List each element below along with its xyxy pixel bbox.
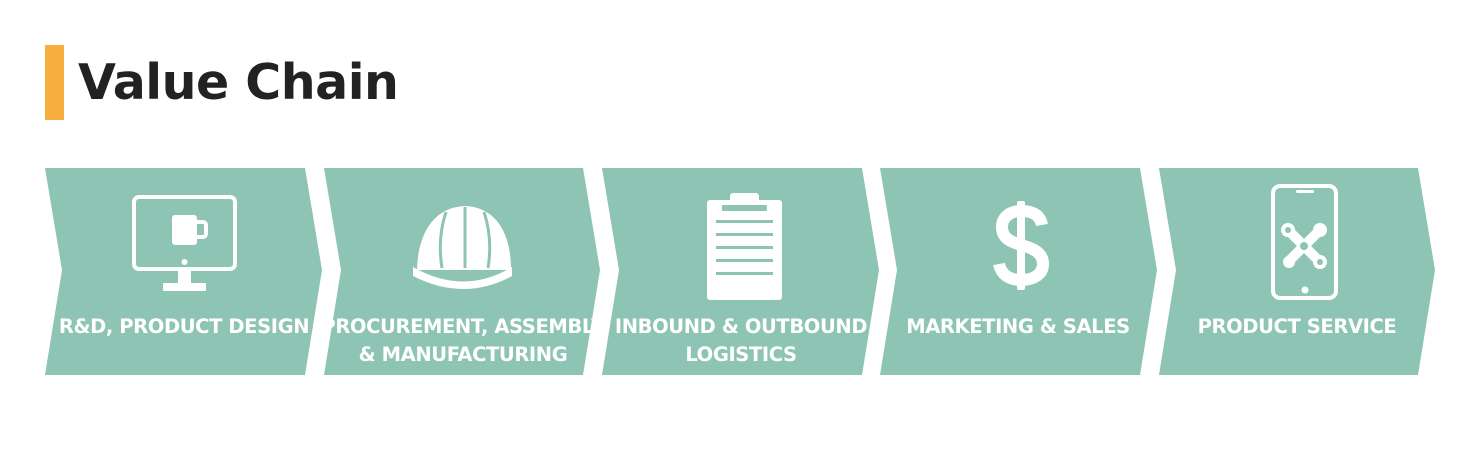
clipboard-icon [707,193,782,300]
chain-step-marketing-sales: MARKETING & SALES [880,168,1157,375]
step-label-line: PRODUCT SERVICE [1198,315,1397,338]
step-label-line: MARKETING & SALES [906,315,1130,338]
phone-with-tools-icon [1271,184,1338,300]
step-label-line: & MANUFACTURING [359,343,568,366]
chain-step-procurement-assembly-manufacturing: PROCUREMENT, ASSEMBLY & MANUFACTURING [321,168,606,375]
step-label-line: R&D, PRODUCT DESIGN [59,315,309,338]
step-label-line: LOGISTICS [685,343,796,366]
hard-hat-icon [413,206,512,289]
chain-step-inbound-outbound-logistics: INBOUND & OUTBOUND LOGISTICS [602,168,879,375]
step-label-line: PROCUREMENT, ASSEMBLY [321,315,605,338]
page-title: Value Chain [78,54,399,111]
chain-step-product-service: PRODUCT SERVICE [1159,168,1435,375]
monitor-with-mug-icon [132,195,237,291]
wrench-gear-icon [1281,223,1327,269]
dollar-sign-icon [993,201,1050,290]
step-label-line: INBOUND & OUTBOUND [615,315,867,338]
chain-step-rd-product-design: R&D, PRODUCT DESIGN [45,168,322,375]
title-accent-bar [45,45,64,120]
chevron-shape [1159,168,1435,375]
chevron-shape [324,168,600,375]
